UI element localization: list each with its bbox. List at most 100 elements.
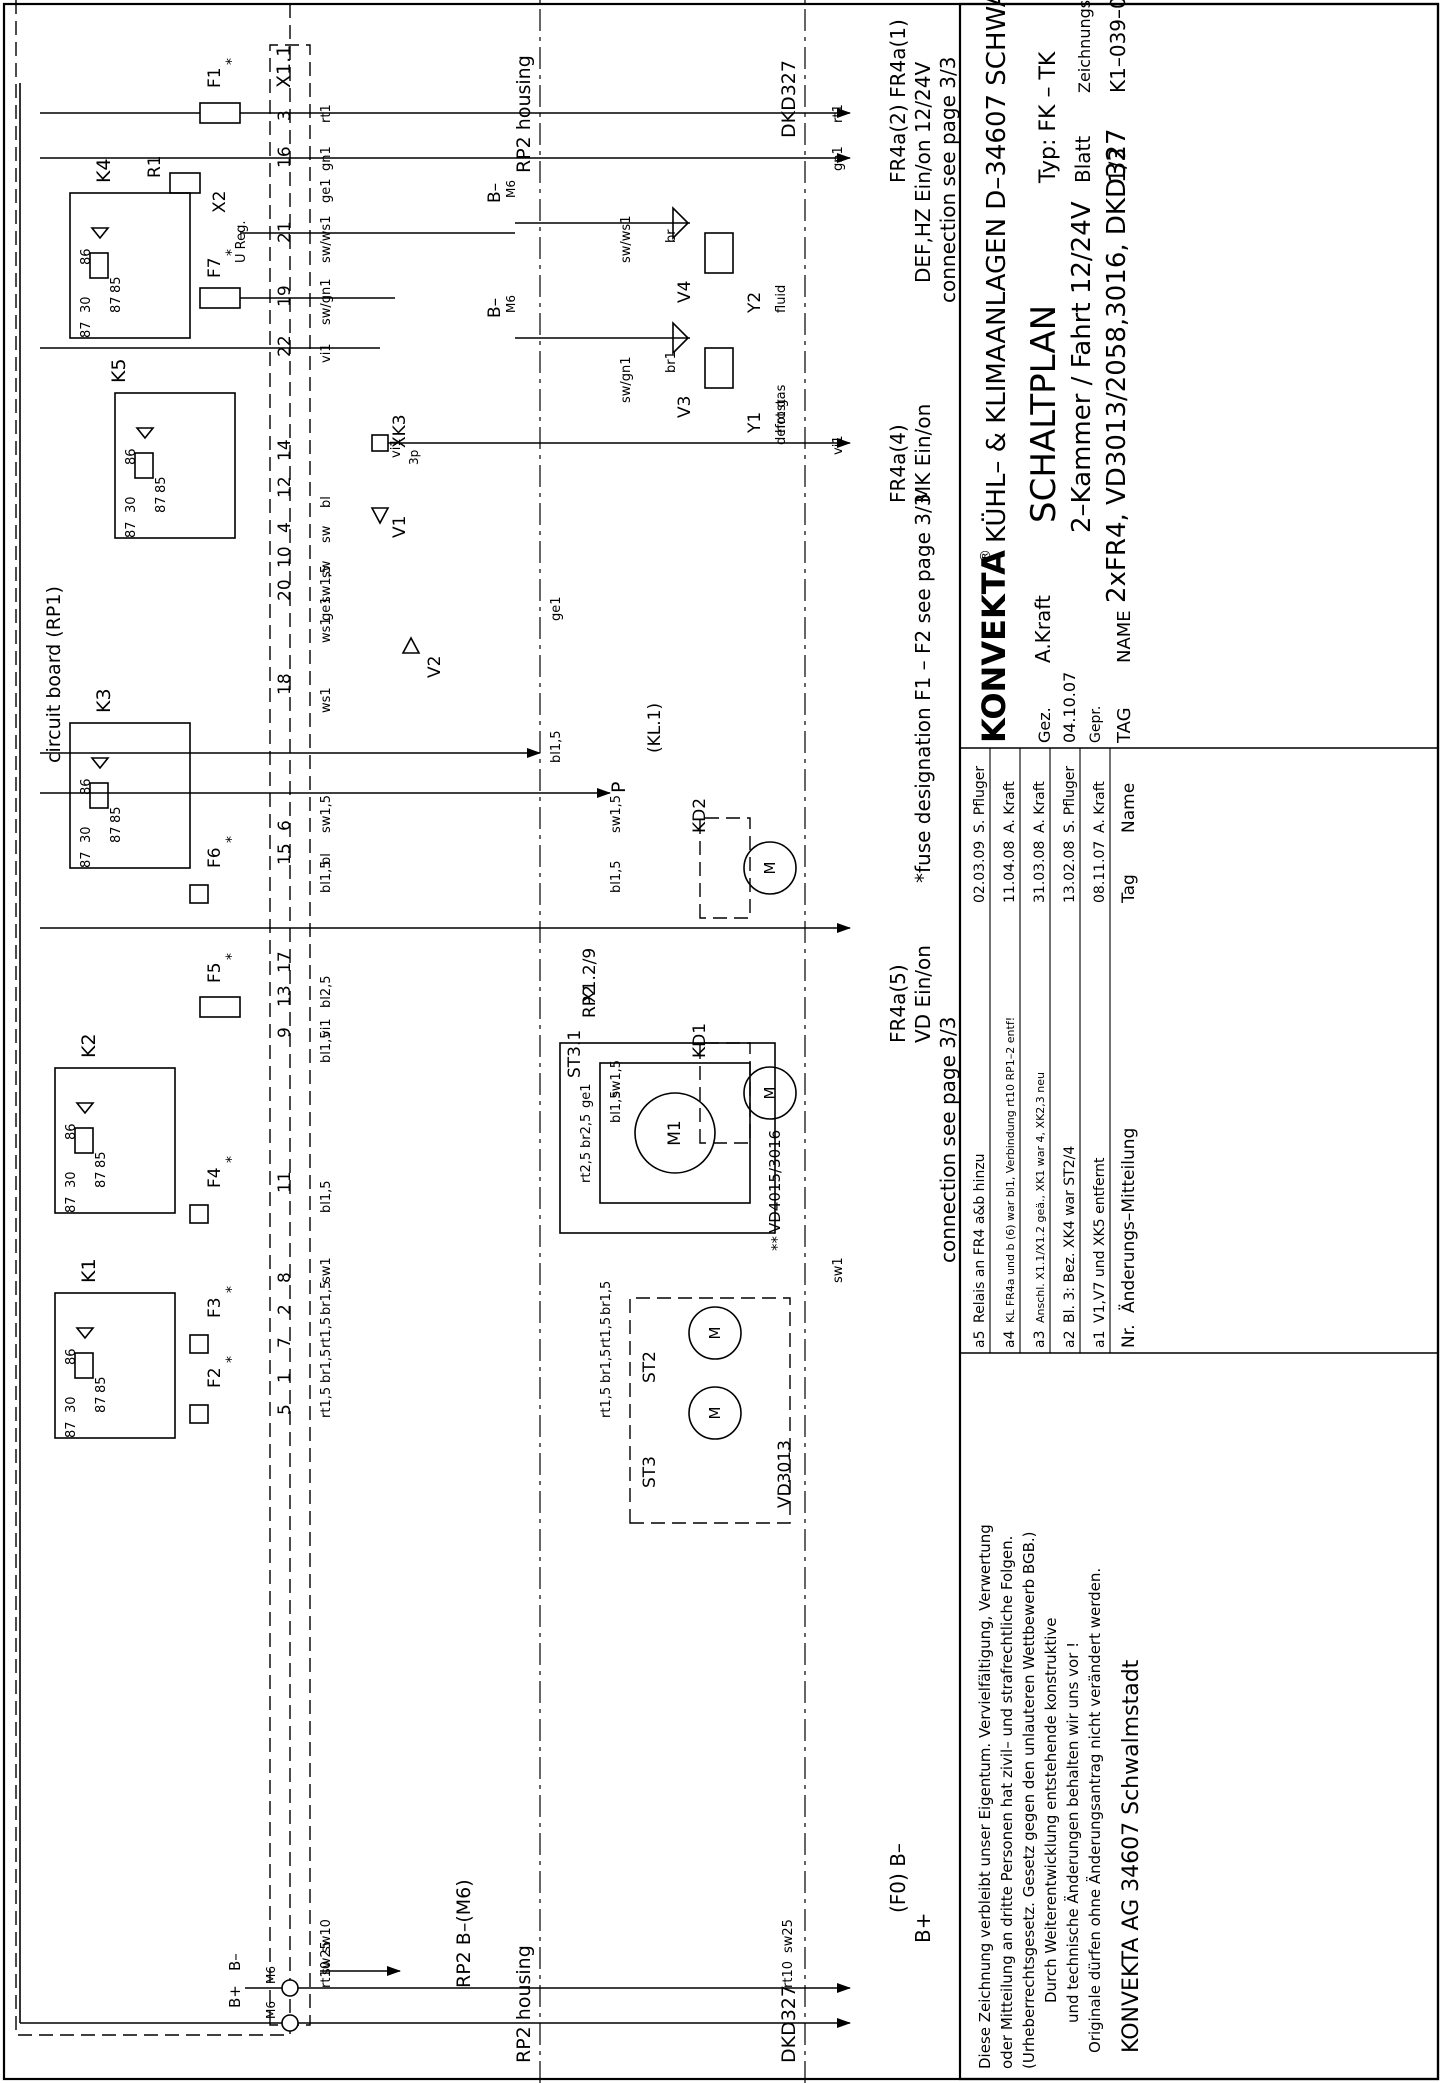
wire-ws1: ws1 [319,617,334,643]
fuse-f1 [199,102,241,124]
fuse-note: *fuse designation F1 – F2 see page 3/3 [911,494,935,883]
x11-label: X1.1 [273,45,295,88]
vd-on-annotation: VD Ein/on [911,945,935,1043]
rev-a5-date: 02.03.09 [972,841,988,903]
st3-label: ST3 [640,1456,660,1488]
fuse-f6-label: F6 [205,847,225,868]
wire-gn1: gn1 [319,146,334,171]
pin-14: 14 [275,439,295,461]
ureg-label: U Reg. [234,221,249,263]
fuse-f6 [189,884,209,904]
pin-9: 9 [275,1027,295,1038]
svg-text:Durch Weiterentwicklung entste: Durch Weiterentwicklung entstehende kons… [1042,1617,1060,2003]
vd3013-label: VD3013 [775,1440,795,1508]
svg-text:oder Mitteilung an dritte Pers: oder Mitteilung an dritte Personen hat z… [998,1536,1016,2069]
diode-v1-icon [370,507,390,525]
wire-bl25: bl2,5 [319,975,334,1008]
svg-text:(Urheberrechtsgesetz. Gesetz g: (Urheberrechtsgesetz. Gesetz gegen den u… [1020,1532,1038,2069]
wire-vi1-b: vi1 [319,1018,334,1038]
rev-header-nr: Nr. [1119,1324,1139,1348]
pin-12: 12 [275,476,295,498]
svg-text:86: 86 [64,1123,79,1140]
wire-sw-b: sw [319,560,334,578]
rev-a1-text: V1,V7 und XK5 entfernt [1092,1157,1108,1323]
rev-a3-text: Anschl. X1.1/X1.2 geä., XK1 war 4, XK2,3… [1034,1072,1047,1323]
valve-v3-y1: V3 Y1 hot gas defrost B– M6 [485,295,789,445]
wire-bl1-out: bl1,5 [549,730,564,763]
svg-text:30: 30 [79,296,94,313]
drawing-models: 2xFR4, VD3013/2058,3016, DKD327 [1102,128,1132,603]
pin-7: 7 [275,1337,295,1348]
pin-6: 6 [275,820,295,831]
relay-k3-label: K3 [93,688,115,713]
x2-label: X2 [210,191,230,213]
v4-label: V4 [675,281,695,303]
svg-text:*: * [224,1356,240,1363]
rev-a1-nr: a1 [1092,1331,1108,1349]
svg-text:87: 87 [154,496,169,513]
m6-label-b: M6 [264,1966,278,1984]
wire-vi1: vi1 [319,343,334,363]
fr4a4-annotation: FR4a(4) [886,424,910,503]
rev-a2-text: Bl. 3: Bez. XK4 war ST2/4 [1062,1146,1078,1323]
fuse-f7-label: F7 [205,257,225,278]
wire-ge1-c: ge1 [549,596,564,621]
pin-numbers: 3 16 21 19 22 14 12 4 10 20 18 6 15 17 1… [275,110,295,1415]
svg-text:*: * [224,58,240,65]
kd1-label: KD1 [690,1023,710,1058]
r1-label: R1 [145,155,165,178]
zeich-value: K1–039–030 [1106,0,1130,93]
svg-text:und technische Änderungen beha: und technische Änderungen behalten wir u… [1063,1642,1082,2023]
zeich-label: Zeichnungs–Nr. [1075,0,1094,93]
mk-on-annotation: MK Ein/on [911,404,935,503]
circuit-board-outline [15,0,291,2036]
hot-gas-label: hot gas [774,384,789,433]
tag-label: TAG [1114,707,1135,744]
wire-br15-a: br1,5 [319,1281,334,1315]
relay-k3-diode-icon [90,757,110,770]
fuse-f1-label: F1 [205,67,225,88]
svg-text:86: 86 [79,778,94,795]
bplus-terminal [281,2014,299,2032]
relay-k1-label: K1 [78,1258,100,1283]
fuse-f2 [189,1404,209,1424]
rev-a2-date: 13.02.08 [1062,841,1078,903]
svg-text:*: * [224,249,240,256]
wire-sw15-b: sw1,5 [319,795,334,833]
wire-bl-b: bl [319,853,334,865]
rev-a2-nr: a2 [1062,1331,1078,1349]
v2-label: V2 [425,656,445,678]
company-name: KÜHL– & KLIMAANLAGEN D–34607 SCHWALMSTAD… [980,0,1012,543]
motor-st3-icon [688,1386,742,1440]
wire-vi1-xk3: vi1 [389,438,404,458]
p-label: P [608,782,630,793]
wire-bl15-kd1: bl1,5 [609,1090,624,1123]
rev-header-name: Name [1119,783,1139,833]
rev-a4-name: A. Kraft [1002,781,1018,833]
st31-label: ST3.1 [565,1030,585,1078]
rev-a4-date: 11.04.08 [1002,841,1018,903]
svg-text:*: * [224,1156,240,1163]
diode-v2-icon [401,636,421,654]
wire-ws1-b: ws1 [319,687,334,713]
wire-bl15-c: bl1,5 [319,1180,334,1213]
solenoid-y1 [704,347,734,389]
svg-text:*: * [224,1286,240,1293]
fuse-f4 [189,1204,209,1224]
svg-text:86: 86 [79,248,94,265]
bplus-m6-label: B+ [226,1985,244,2008]
stepper-m1: M1 ST3.1 VD4015/3016 ** X1.2/9 RP2 [559,948,786,1251]
wire-sw25-right: sw25 [781,1919,796,1953]
v3-label: V3 [675,396,695,418]
relay-k4: K4 86 85 30 87 87 [69,158,191,339]
wire-sw1: sw1 [319,1257,334,1283]
def-hz-annotation: DEF,HZ Ein/on 12/24V [911,61,935,283]
stepper-motor-icon [634,1092,716,1174]
fan-kd2-motor-icon [743,841,797,895]
legal-notice: Diese Zeichnung verbleibt unser Eigentum… [976,1524,1144,2069]
gez-name: A.Kraft [1031,595,1055,663]
wire-swws1: sw/ws1 [319,216,334,263]
relay-k5: K5 86 85 30 87 87 [108,358,236,539]
drawing-subtitle: 2–Kammer / Fahrt 12/24V [1067,201,1097,533]
